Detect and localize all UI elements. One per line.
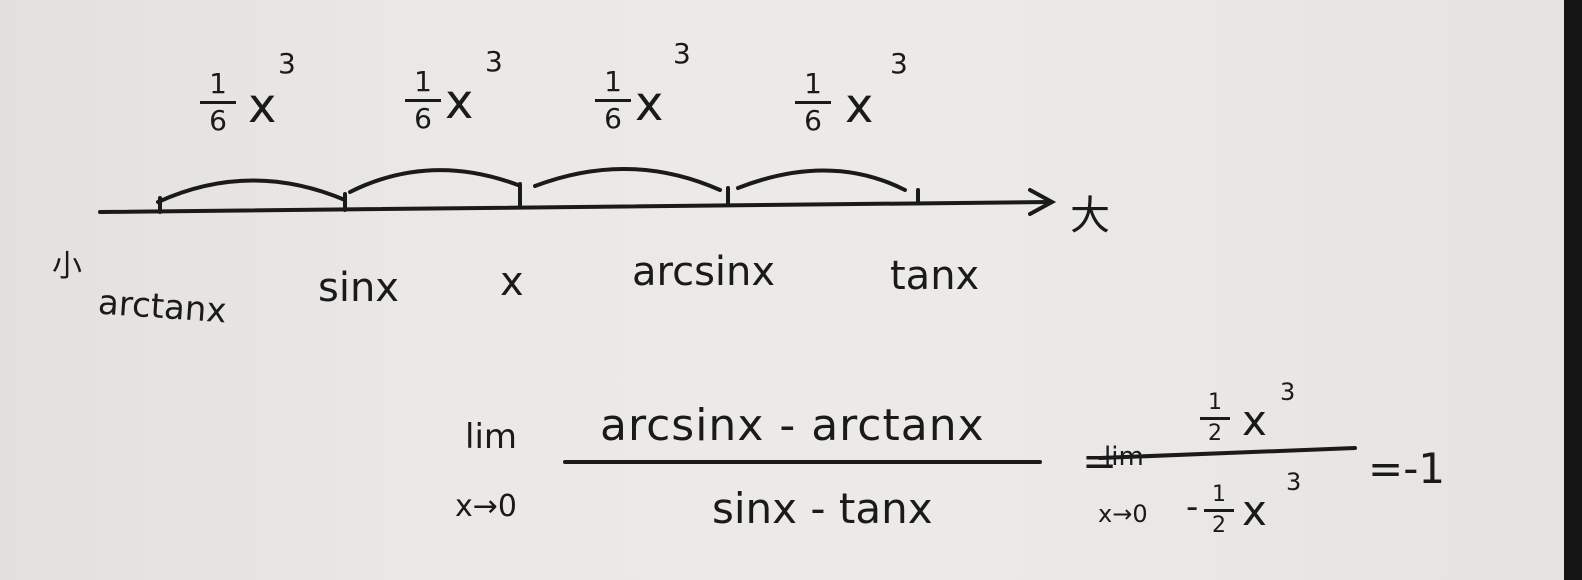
arc-label-1-var: x — [248, 78, 277, 134]
point-label-arctanx: arctanx — [96, 282, 228, 332]
arc-label-2-fraction: 1 6 — [405, 68, 441, 133]
arc-4 — [736, 168, 907, 192]
arc-1 — [156, 178, 347, 204]
fraction-bar — [200, 101, 236, 104]
arc-label-4-exp: 3 — [890, 47, 908, 80]
fraction-denominator: 2 — [1208, 421, 1222, 446]
large-label: 大 — [1070, 193, 1110, 239]
arc-label-4-var: x — [845, 78, 874, 134]
limit2-lim: lim — [1104, 442, 1144, 472]
arc-label-1-exp: 3 — [278, 47, 296, 80]
limit1-lim: lim — [465, 417, 518, 457]
fraction-denominator: 6 — [414, 102, 432, 135]
limit2-result: =-1 — [1368, 444, 1446, 493]
point-label-tanx: tanx — [890, 253, 980, 299]
limit2-denominator-exp: 3 — [1286, 468, 1302, 496]
limit2-numerator-var: x — [1242, 396, 1267, 445]
fraction-bar — [595, 99, 631, 102]
arc-label-3-fraction: 1 6 — [595, 68, 631, 133]
fraction-numerator: 1 — [1208, 390, 1222, 415]
limit2-numerator-exp: 3 — [1280, 378, 1296, 406]
point-label-x: x — [500, 259, 524, 305]
arrow-head — [1028, 188, 1057, 216]
fraction-bar — [405, 99, 441, 102]
fraction-denominator: 6 — [604, 102, 622, 135]
fraction-numerator: 1 — [804, 67, 822, 100]
arc-2 — [348, 168, 520, 194]
fraction-denominator: 6 — [804, 104, 822, 137]
limit2-denominator-fraction: 1 2 — [1204, 484, 1234, 537]
limit2-equals: = — [1082, 436, 1118, 485]
fraction-bar — [1204, 509, 1234, 512]
small-label: 小 — [52, 249, 82, 284]
arc-label-2-var: x — [445, 74, 474, 130]
arc-3 — [533, 167, 722, 192]
fraction-numerator: 1 — [1212, 482, 1226, 507]
arc-label-3-exp: 3 — [673, 37, 691, 70]
fraction-bar — [1200, 417, 1230, 420]
limit1-denominator: sinx - tanx — [712, 484, 933, 533]
number-line — [98, 200, 1052, 214]
point-label-sinx: sinx — [318, 265, 399, 311]
arc-label-3-var: x — [635, 76, 664, 132]
limit2-subscript: x→0 — [1098, 500, 1148, 528]
limit2-denominator-sign: - — [1186, 487, 1199, 527]
fraction-bar — [795, 101, 831, 104]
point-label-arcsinx: arcsinx — [632, 249, 776, 295]
arc-label-2-exp: 3 — [485, 45, 503, 78]
fraction-numerator: 1 — [414, 65, 432, 98]
limit1-subscript: x→0 — [455, 489, 517, 524]
photo-edge — [1564, 0, 1582, 580]
limit2-fraction-bar — [1098, 446, 1357, 460]
fraction-numerator: 1 — [209, 67, 227, 100]
limit2-denominator-var: x — [1242, 486, 1267, 535]
fraction-denominator: 2 — [1212, 513, 1226, 538]
limit1-numerator: arcsinx - arctanx — [600, 400, 985, 451]
fraction-denominator: 6 — [209, 104, 227, 137]
fraction-numerator: 1 — [604, 65, 622, 98]
arc-label-4-fraction: 1 6 — [795, 70, 831, 135]
arc-label-1-fraction: 1 6 — [200, 70, 236, 135]
limit2-numerator-fraction: 1 2 — [1200, 392, 1230, 445]
